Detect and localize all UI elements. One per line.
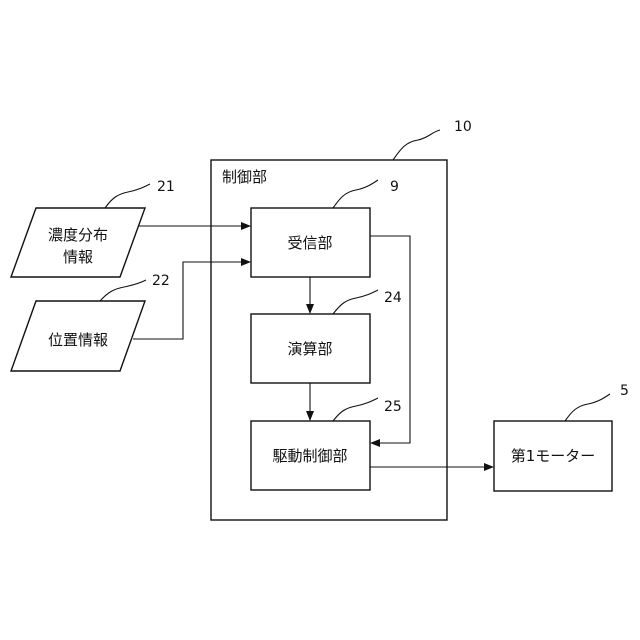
motor-block: 第1モーター 5 xyxy=(494,383,629,491)
concentration-info-block: 濃度分布 情報 21 xyxy=(11,179,175,277)
control-unit-leader xyxy=(393,130,440,160)
motor-ref: 5 xyxy=(620,383,629,399)
drive-control-label: 駆動制御部 xyxy=(272,447,347,465)
position-info-leader xyxy=(100,280,146,301)
position-info-block: 位置情報 22 xyxy=(11,273,170,371)
calculator-label: 演算部 xyxy=(287,340,332,358)
motor-label: 第1モーター xyxy=(511,447,596,465)
concentration-info-line1: 濃度分布 xyxy=(48,226,108,244)
motor-leader xyxy=(565,394,610,421)
receiver-ref: 9 xyxy=(390,179,399,195)
position-info-label: 位置情報 xyxy=(48,331,108,349)
control-unit-ref: 10 xyxy=(454,119,472,135)
concentration-info-leader xyxy=(105,184,150,208)
control-unit-label: 制御部 xyxy=(222,168,267,186)
receiver-label: 受信部 xyxy=(287,234,332,252)
concentration-info-ref: 21 xyxy=(157,179,175,195)
position-info-ref: 22 xyxy=(152,273,170,289)
concentration-info-line2: 情報 xyxy=(63,248,93,266)
drive-control-ref: 25 xyxy=(384,399,402,415)
calculator-ref: 24 xyxy=(384,290,402,306)
